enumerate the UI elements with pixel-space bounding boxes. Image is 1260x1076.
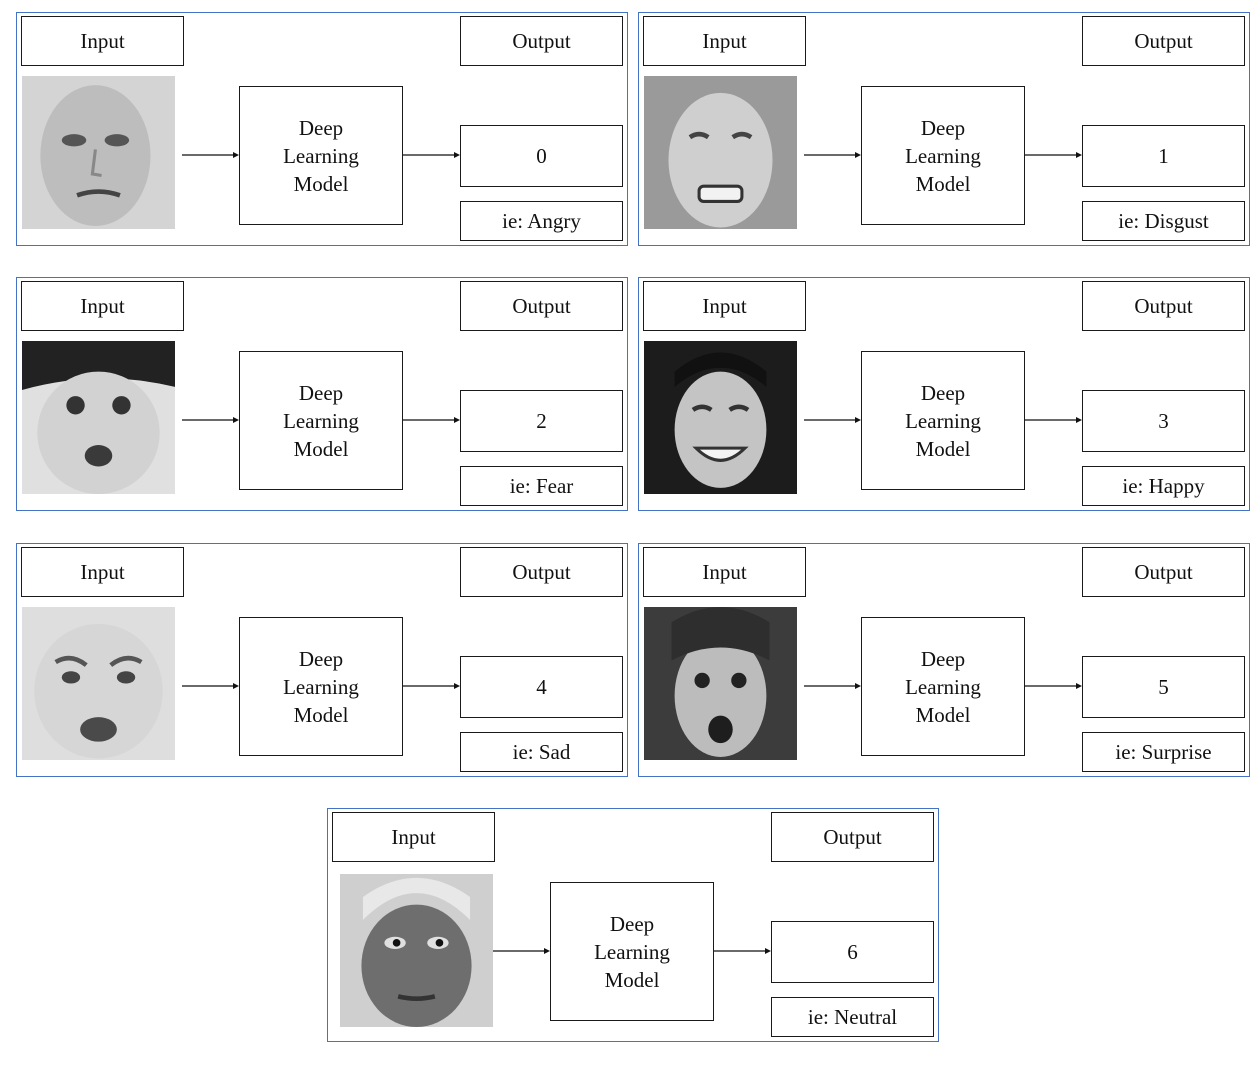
face-photo-happy <box>644 341 797 494</box>
deep-learning-model-box: Deep Learning Model <box>861 617 1025 756</box>
arrow-model-to-output <box>714 948 771 954</box>
panel-angry: Input Output Deep Learning Model 0 ie: A… <box>16 12 628 246</box>
face-photo-fear <box>22 341 175 494</box>
arrow-model-to-output <box>1025 152 1082 158</box>
output-label-box: Output <box>1082 547 1245 597</box>
deep-learning-model-box: Deep Learning Model <box>861 86 1025 225</box>
face-photo-angry <box>22 76 175 229</box>
arrow-model-to-output <box>1025 683 1082 689</box>
arrow-input-to-model <box>493 948 550 954</box>
face-photo-surprise <box>644 607 797 760</box>
input-label-box: Input <box>21 281 184 331</box>
output-label-box: Output <box>460 281 623 331</box>
emotion-label-box: ie: Neutral <box>771 997 934 1037</box>
emotion-label-box: ie: Surprise <box>1082 732 1245 772</box>
emotion-label-box: ie: Sad <box>460 732 623 772</box>
input-label-box: Input <box>643 547 806 597</box>
arrow-model-to-output <box>403 152 460 158</box>
arrow-input-to-model <box>804 417 861 423</box>
output-label-box: Output <box>771 812 934 862</box>
input-label-box: Input <box>21 16 184 66</box>
arrow-input-to-model <box>182 152 239 158</box>
input-label-box: Input <box>21 547 184 597</box>
arrow-model-to-output <box>403 683 460 689</box>
class-index-box: 3 <box>1082 390 1245 452</box>
class-index-box: 0 <box>460 125 623 187</box>
input-label-box: Input <box>332 812 495 862</box>
output-label-box: Output <box>1082 281 1245 331</box>
deep-learning-model-box: Deep Learning Model <box>239 351 403 490</box>
deep-learning-model-box: Deep Learning Model <box>239 86 403 225</box>
emotion-label-box: ie: Disgust <box>1082 201 1245 241</box>
deep-learning-model-box: Deep Learning Model <box>239 617 403 756</box>
class-index-box: 1 <box>1082 125 1245 187</box>
class-index-box: 4 <box>460 656 623 718</box>
emotion-label-box: ie: Happy <box>1082 466 1245 506</box>
output-label-box: Output <box>460 547 623 597</box>
emotion-label-box: ie: Fear <box>460 466 623 506</box>
arrow-model-to-output <box>403 417 460 423</box>
deep-learning-model-box: Deep Learning Model <box>861 351 1025 490</box>
panel-fear: Input Output Deep Learning Model 2 ie: F… <box>16 277 628 511</box>
class-index-box: 5 <box>1082 656 1245 718</box>
panel-disgust: Input Output Deep Learning Model 1 ie: D… <box>638 12 1250 246</box>
arrow-input-to-model <box>804 152 861 158</box>
output-label-box: Output <box>460 16 623 66</box>
face-photo-disgust <box>644 76 797 229</box>
class-index-box: 6 <box>771 921 934 983</box>
arrow-input-to-model <box>182 683 239 689</box>
arrow-input-to-model <box>804 683 861 689</box>
arrow-input-to-model <box>182 417 239 423</box>
arrow-model-to-output <box>1025 417 1082 423</box>
panel-neutral: Input Output Deep Learning Model 6 ie: N… <box>327 808 939 1042</box>
input-label-box: Input <box>643 16 806 66</box>
face-photo-neutral <box>340 874 493 1027</box>
output-label-box: Output <box>1082 16 1245 66</box>
face-photo-sad <box>22 607 175 760</box>
input-label-box: Input <box>643 281 806 331</box>
panel-surprise: Input Output Deep Learning Model 5 ie: S… <box>638 543 1250 777</box>
panel-happy: Input Output Deep Learning Model 3 ie: H… <box>638 277 1250 511</box>
class-index-box: 2 <box>460 390 623 452</box>
emotion-label-box: ie: Angry <box>460 201 623 241</box>
deep-learning-model-box: Deep Learning Model <box>550 882 714 1021</box>
panel-sad: Input Output Deep Learning Model 4 ie: S… <box>16 543 628 777</box>
